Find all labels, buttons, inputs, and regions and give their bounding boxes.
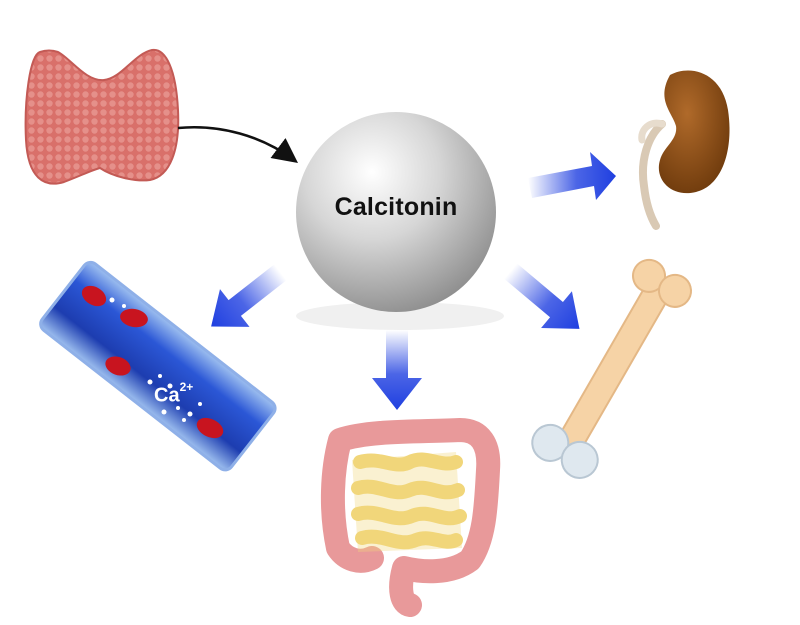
arrow-to-kidney bbox=[528, 152, 616, 200]
blood-vessel-icon bbox=[39, 260, 277, 472]
arrow-to-bone bbox=[504, 263, 580, 329]
bone-icon bbox=[531, 258, 692, 479]
calcitonin-label: Calcitonin bbox=[334, 193, 458, 221]
calcium-ion-label: Ca2+ bbox=[154, 380, 194, 408]
intestine-icon bbox=[320, 418, 501, 617]
source-arrow bbox=[177, 126, 299, 163]
ion-symbol: Ca bbox=[154, 384, 180, 407]
calcium-ions bbox=[109, 297, 202, 422]
thyroid-gland-icon bbox=[24, 48, 180, 185]
arrow-to-intestine bbox=[372, 330, 422, 410]
arrow-to-blood-vessel bbox=[211, 264, 287, 327]
red-blood-cells bbox=[81, 285, 224, 439]
ion-charge: 2+ bbox=[179, 380, 194, 394]
calcitonin-hub bbox=[296, 112, 504, 330]
kidney-icon bbox=[638, 70, 730, 230]
